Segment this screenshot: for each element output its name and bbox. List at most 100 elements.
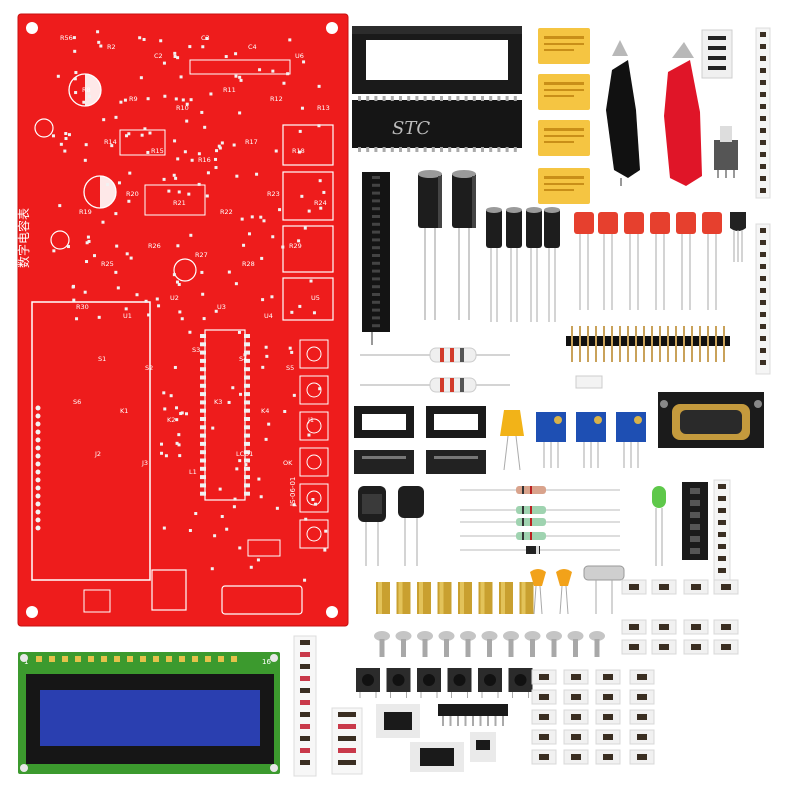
film-cap	[702, 212, 722, 310]
silk-label: S2	[145, 364, 153, 372]
smd-tape-strips	[293, 635, 363, 777]
tactile-button	[417, 668, 441, 698]
silk-label: R24	[314, 199, 327, 207]
small-jst-connector	[575, 375, 603, 389]
brass-standoff	[437, 582, 452, 614]
silk-label: J2	[94, 450, 101, 458]
silk-label: R23	[267, 190, 280, 198]
brass-standoff	[417, 582, 431, 614]
silk-label: R13	[317, 104, 330, 112]
alligator-clip-red	[664, 42, 702, 186]
tantalum-cap	[500, 410, 524, 471]
small-resistors	[460, 486, 620, 554]
electrolytic-cap-small	[506, 207, 522, 322]
red-film-caps	[574, 212, 722, 310]
silk-label: U1	[123, 312, 132, 320]
lcd-pin-label-left: 1	[24, 658, 28, 666]
screw	[524, 631, 541, 657]
board-title: 数字电容表	[16, 208, 31, 268]
smd-component-grid	[531, 579, 739, 765]
silk-labels: R56R2C2C3C4U6R8R9R10R11R12R13R14R15R16R1…	[60, 34, 330, 476]
ic-socket-16pin-1	[354, 406, 414, 438]
silk-label: S1	[98, 355, 106, 363]
trimmer-pot	[576, 412, 606, 468]
tactile-buttons	[356, 668, 533, 698]
lcd-header-pads	[35, 405, 41, 531]
alligator-clip-black	[606, 40, 640, 186]
brass-standoffs	[376, 582, 534, 614]
mcu-pads	[200, 334, 250, 496]
film-cap	[624, 212, 644, 310]
green-led	[652, 486, 666, 566]
red-pcb: R56R2C2C3C4U6R8R9R10R11R12R13R14R15R16R1…	[16, 13, 349, 627]
screw	[481, 631, 498, 657]
electrolytic-cap-small	[526, 207, 542, 322]
ceramic-cap-2	[556, 569, 572, 615]
silk-label: K4	[261, 407, 269, 415]
smd-sot-ic	[470, 732, 496, 762]
ic-socket-40pin	[352, 26, 522, 94]
lcd-screen	[40, 690, 260, 746]
relay	[538, 168, 590, 204]
relay-footprint-k2	[282, 225, 334, 273]
screw	[589, 631, 605, 657]
silk-label: R9	[129, 95, 138, 103]
silk-label: J3	[141, 459, 148, 467]
electrolytic-cap-small	[486, 207, 502, 322]
relays	[538, 28, 590, 204]
board-version: JS-06-01	[289, 477, 297, 507]
relay-footprint-k4	[282, 124, 334, 166]
transistor-to92	[730, 212, 746, 262]
tactile-button	[478, 668, 502, 698]
ceramic-cap-1	[530, 569, 546, 615]
white-connector	[701, 29, 733, 79]
silk-label: C3	[201, 34, 210, 42]
crystal	[583, 565, 625, 614]
silk-label: R18	[292, 147, 305, 155]
silk-label: R26	[148, 242, 161, 250]
tactile-button	[508, 668, 533, 698]
male-pin-header	[566, 326, 730, 362]
silk-label: R22	[220, 208, 233, 216]
silk-label: U6	[295, 52, 304, 60]
relay-footprint-k3	[282, 171, 334, 221]
silk-label: R8	[82, 86, 91, 94]
smd-ic-1	[376, 704, 420, 738]
screws	[374, 631, 605, 657]
brass-standoff	[499, 582, 513, 614]
tactile-button	[356, 668, 380, 698]
electrolytic-caps-small	[486, 207, 560, 322]
silk-label: S6	[73, 398, 81, 406]
screw	[374, 631, 390, 657]
silk-label: R16	[198, 156, 211, 164]
film-cap	[676, 212, 696, 310]
screw	[567, 631, 584, 657]
silk-label: R10	[176, 104, 189, 112]
silk-label: R56	[60, 34, 73, 42]
silk-label: K2	[167, 416, 175, 424]
silk-label: C4	[248, 43, 257, 51]
smd-resistor-strips	[713, 27, 771, 591]
silk-label: R25	[101, 260, 114, 268]
silk-label: K1	[120, 407, 128, 415]
silk-label: U4	[264, 312, 273, 320]
db9-connector	[658, 392, 764, 448]
silk-label: R20	[126, 190, 139, 198]
relay-footprint-k1	[282, 277, 334, 321]
silk-label: R21	[173, 199, 186, 207]
mcu-footprint	[204, 329, 246, 501]
silk-label: R30	[76, 303, 89, 311]
switch-footprints	[299, 339, 329, 549]
brass-standoff	[519, 582, 534, 614]
tactile-button	[447, 668, 472, 698]
self-lock-switch	[714, 126, 738, 178]
lcd-footprint	[31, 301, 151, 581]
power-resistor-2	[360, 377, 510, 393]
electrolytic-cap-large-2	[452, 170, 476, 320]
silk-label: R11	[223, 86, 236, 94]
silk-label: R27	[195, 251, 208, 259]
stc-mcu-chip: STC	[352, 96, 522, 152]
brass-standoff	[478, 582, 493, 614]
screw	[460, 631, 476, 657]
